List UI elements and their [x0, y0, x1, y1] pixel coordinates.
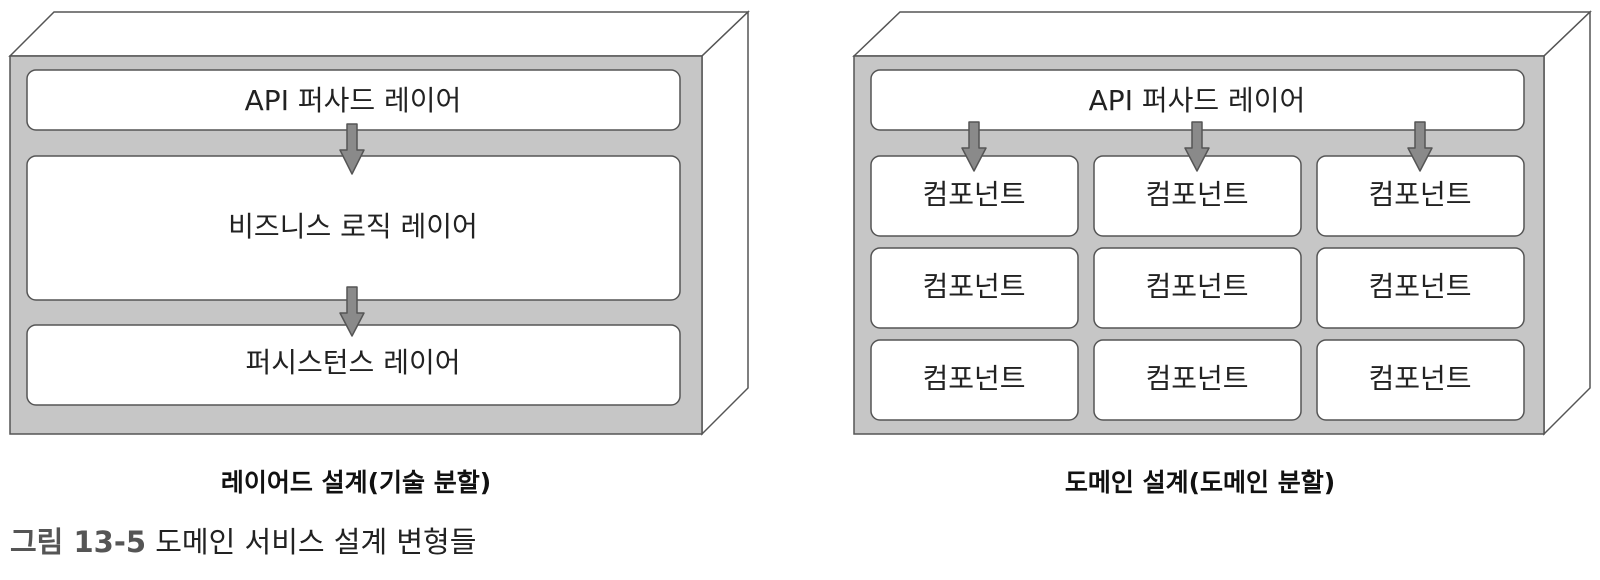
domain-component-label: 컴포넌트	[1145, 270, 1248, 303]
domain-design-caption: 도메인 설계(도메인 분할)	[1065, 468, 1335, 497]
domain-component-box	[1316, 247, 1525, 329]
domain-component-label: 컴포넌트	[1368, 270, 1471, 303]
domain-component-box	[1093, 247, 1302, 329]
domain-component-label: 컴포넌트	[1368, 362, 1471, 395]
domain-component-box	[870, 247, 1079, 329]
layered-business-logic-label: 비즈니스 로직 레이어	[228, 210, 478, 243]
domain-component-box	[1316, 339, 1525, 421]
domain-api-facade-label: API 퍼사드 레이어	[1089, 84, 1306, 117]
layered-design-caption: 레이어드 설계(기술 분할)	[221, 468, 491, 497]
domain-frame-side-face	[1543, 10, 1591, 436]
layered-arrow-api-to-business	[339, 123, 365, 175]
domain-arrow-api-to-component-left	[961, 121, 987, 172]
layered-arrow-business-to-persistence	[339, 286, 365, 337]
domain-component-box	[870, 339, 1079, 421]
domain-component-label: 컴포넌트	[922, 270, 1025, 303]
domain-component-label: 컴포넌트	[1145, 178, 1248, 211]
layered-frame-side-face	[701, 10, 749, 436]
layered-api-facade-label: API 퍼사드 레이어	[245, 84, 462, 117]
domain-component-label: 컴포넌트	[1368, 178, 1471, 211]
domain-component-label: 컴포넌트	[1145, 362, 1248, 395]
figure-title: 도메인 서비스 설계 변형들	[155, 525, 477, 559]
domain-arrow-api-to-component-right	[1407, 121, 1433, 172]
domain-component-label: 컴포넌트	[922, 178, 1025, 211]
domain-frame-top-face	[852, 11, 1592, 57]
domain-component-label: 컴포넌트	[922, 362, 1025, 395]
domain-design-diagram: API 퍼사드 레이어 컴포넌트 컴포넌트 컴포넌트 컴포넌트 컴포넌트 컴포넌…	[852, 10, 1592, 497]
layered-frame-top-face	[8, 11, 750, 57]
layered-persistence-label: 퍼시스턴스 레이어	[246, 346, 461, 379]
figure-caption: 그림 13-5 도메인 서비스 설계 변형들	[10, 522, 476, 562]
figure-number: 그림 13-5	[10, 525, 147, 559]
domain-component-box	[1093, 339, 1302, 421]
domain-arrow-api-to-component-center	[1184, 121, 1210, 172]
layered-design-diagram: API 퍼사드 레이어 비즈니스 로직 레이어 퍼시스턴스 레이어 레이어드 설…	[8, 10, 750, 497]
